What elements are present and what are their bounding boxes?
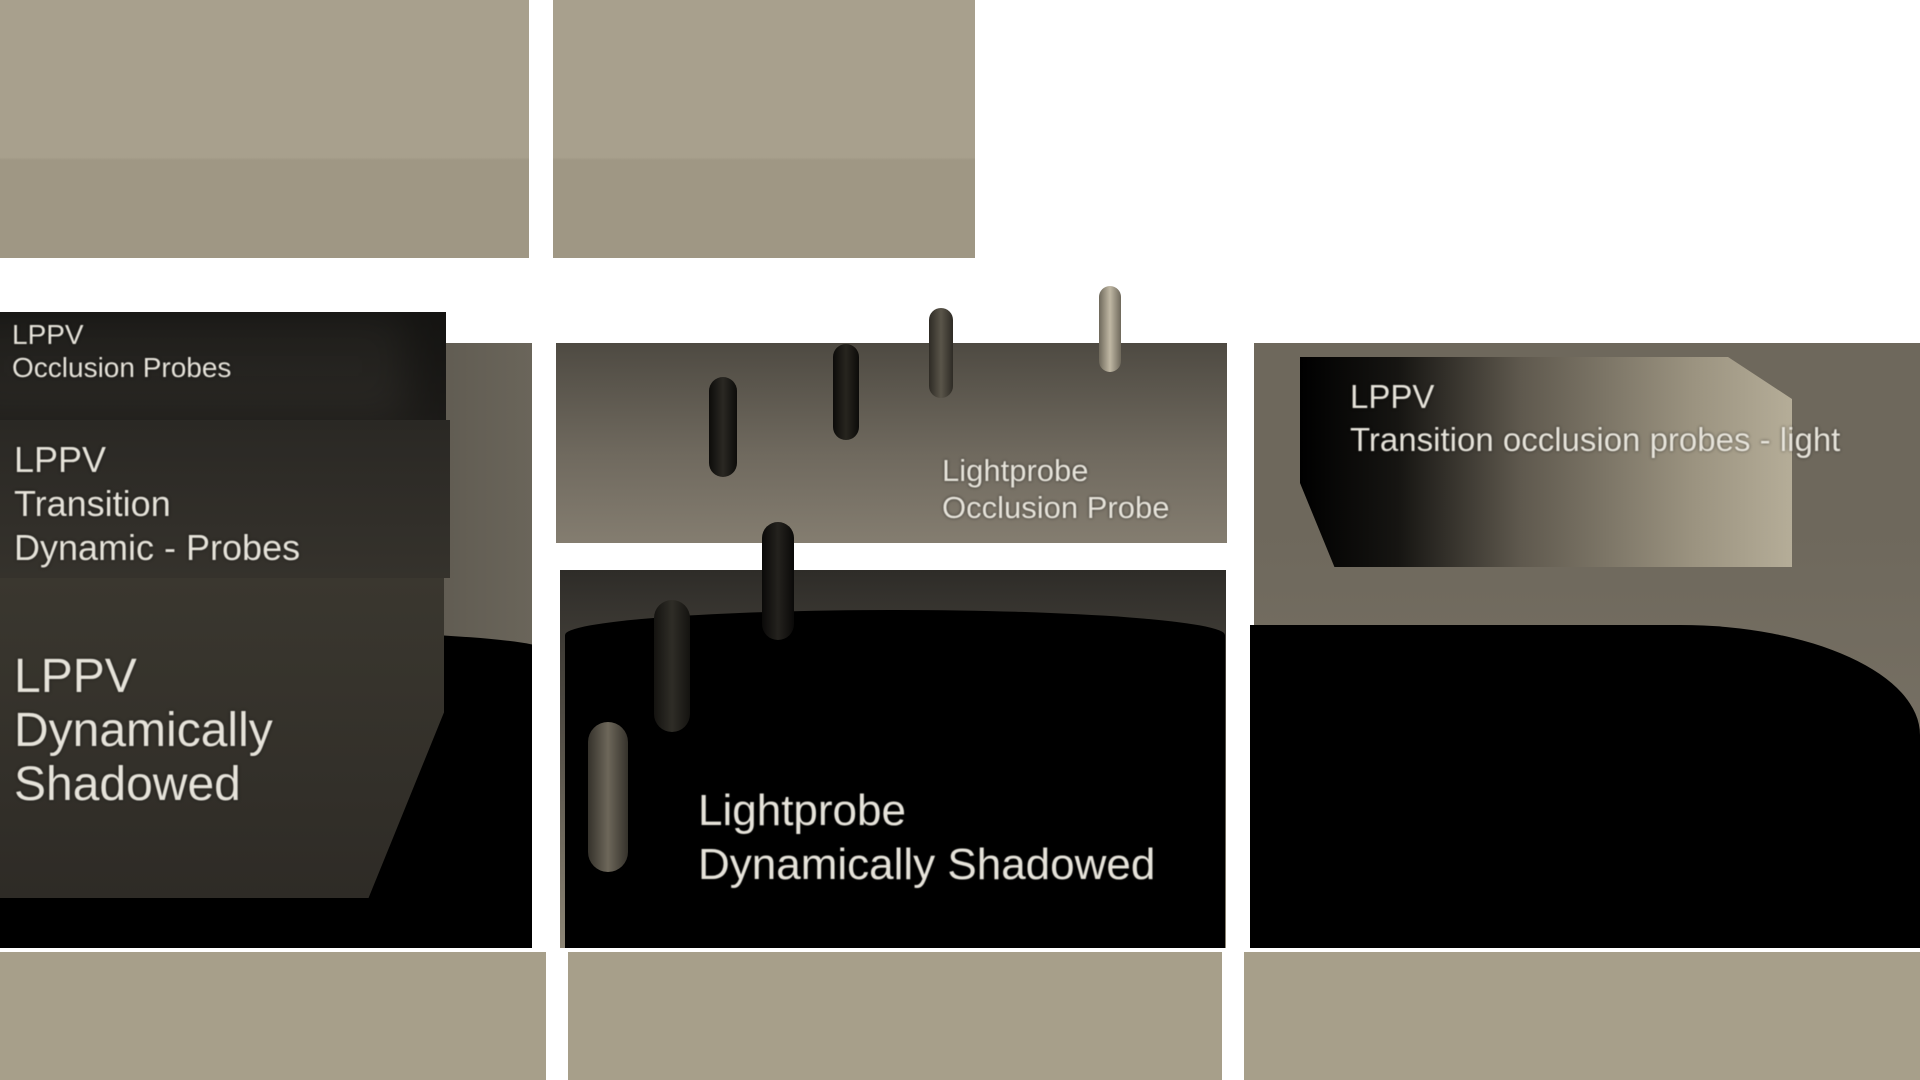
label-lppv-occlusion: LPPV Occlusion Probes bbox=[12, 318, 231, 384]
capsule-probe bbox=[709, 377, 737, 477]
label-line: Shadowed bbox=[14, 757, 241, 811]
capsule-probe bbox=[588, 722, 628, 872]
wall-panel-top-left bbox=[0, 0, 529, 258]
label-lightprobe-occlusion: Lightprobe Occlusion Probe bbox=[942, 452, 1169, 526]
label-line: Transition occlusion probes - light bbox=[1350, 420, 1841, 458]
label-line: LPPV bbox=[14, 439, 107, 480]
box-transition-light bbox=[1300, 357, 1792, 567]
label-line: Occlusion Probes bbox=[12, 352, 232, 384]
label-lppv-transition-dynamic: LPPV Transition Dynamic - Probes bbox=[14, 438, 300, 570]
capsule-probe bbox=[929, 308, 953, 398]
panel-divider bbox=[556, 544, 1230, 568]
label-line: Transition bbox=[14, 482, 171, 524]
label-line: Dynamically bbox=[14, 703, 273, 757]
label-line: Occlusion Probe bbox=[942, 490, 1170, 526]
panel-divider bbox=[1227, 343, 1250, 1080]
label-line: Dynamic - Probes bbox=[14, 526, 301, 568]
capsule-probe bbox=[1099, 286, 1121, 372]
label-lppv-transition-light: LPPV Transition occlusion probes - light bbox=[1350, 376, 1840, 462]
shadow-area-right bbox=[1248, 625, 1920, 948]
label-line: Lightprobe bbox=[942, 453, 1089, 488]
panel-divider bbox=[532, 258, 554, 1080]
box-occlusion-probes bbox=[0, 312, 446, 420]
capsule-probe bbox=[833, 344, 859, 440]
floor-strip-center bbox=[568, 952, 1222, 1080]
box-transition-dynamic bbox=[0, 420, 450, 578]
wall-panel-top-center bbox=[553, 0, 975, 258]
capsule-probe bbox=[762, 522, 794, 640]
label-lightprobe-dynamic-shadowed: Lightprobe Dynamically Shadowed bbox=[698, 784, 1155, 891]
scene-panel-center-top bbox=[556, 343, 1230, 543]
label-line: Dynamically Shadowed bbox=[698, 839, 1156, 889]
floor-strip-left bbox=[0, 952, 546, 1080]
label-line: LPPV bbox=[14, 650, 137, 703]
floor-strip-right bbox=[1244, 952, 1920, 1080]
label-line: LPPV bbox=[12, 319, 84, 350]
label-lppv-dynamic-shadowed: LPPV Dynamically Shadowed bbox=[14, 650, 273, 811]
label-line: Lightprobe bbox=[698, 786, 906, 835]
box-dynamically-shadowed bbox=[0, 578, 444, 898]
label-line: LPPV bbox=[1350, 378, 1435, 415]
capsule-probe bbox=[654, 600, 690, 732]
